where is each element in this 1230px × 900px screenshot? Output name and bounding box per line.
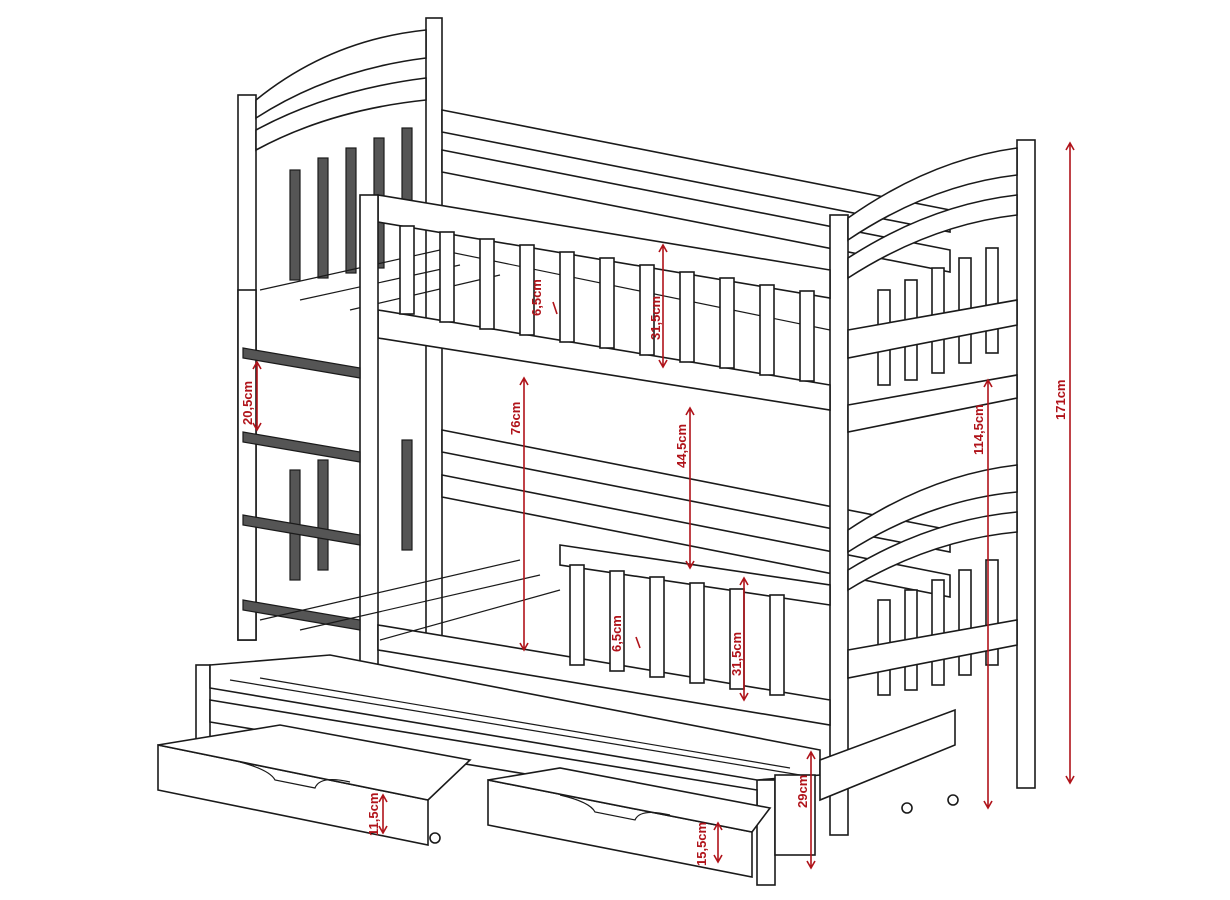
upper-slat-gap-label: 6,5cm — [529, 279, 544, 316]
upper-deck-height-label: 114,5cm — [971, 404, 986, 455]
back-headboard-slats — [289, 127, 413, 581]
dimension-labels: 6,5cm 31,5cm 20,5cm 76cm 44,5cm 114,5cm … — [240, 279, 1068, 866]
total-height-label: 171cm — [1053, 380, 1068, 420]
upper-rail-height-label: 31,5cm — [648, 296, 663, 340]
ladder-step-label: 20,5cm — [240, 381, 255, 425]
trundle-height-label: 29cm — [795, 775, 810, 808]
dimension-lines — [252, 141, 1075, 870]
lower-slat-gap-label: 6,5cm — [609, 615, 624, 652]
bed-drawing — [157, 17, 1036, 886]
upper-guard-slats — [399, 225, 815, 382]
lower-guard-slats — [569, 564, 785, 696]
bunk-gap-label: 44,5cm — [674, 424, 689, 468]
drawer-right-height-label: 15,5cm — [694, 822, 709, 866]
lower-rail-height-label: 31,5cm — [729, 632, 744, 676]
lower-clearance-label: 76cm — [508, 402, 523, 435]
drawer-left-height-label: 11,5cm — [366, 793, 381, 836]
